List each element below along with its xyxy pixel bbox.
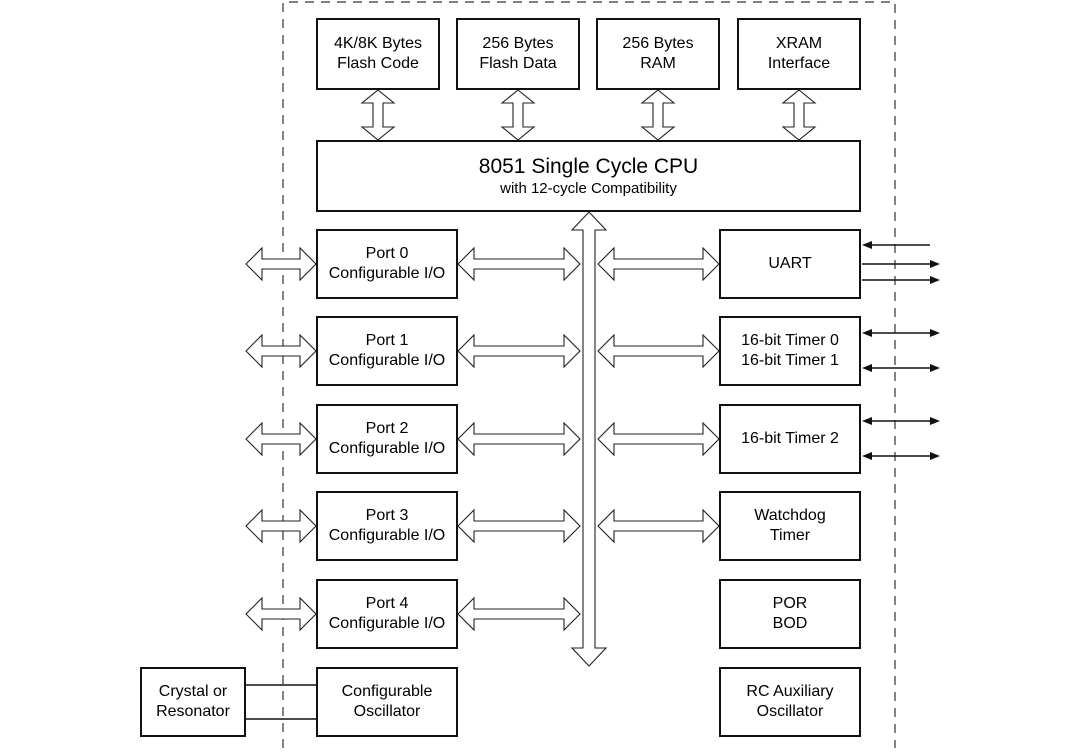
configurable-oscillator-block: Configurable Oscillator	[316, 667, 458, 737]
oscillator-line2: Oscillator	[353, 703, 421, 720]
port-0-bus-arrow	[457, 246, 581, 282]
timer01-block: 16-bit Timer 0 16-bit Timer 1	[719, 316, 861, 386]
rc-osc-line1: RC Auxiliary	[746, 683, 834, 700]
xram-line2: Interface	[767, 55, 831, 72]
timer-signal-right-head-0	[930, 329, 940, 337]
memory-cpu-arrow-3	[781, 89, 817, 141]
flash-data-block: 256 Bytes Flash Data	[456, 18, 580, 90]
port-1-name: Port 1	[365, 332, 409, 349]
cpu-subtitle: with 12-cycle Compatibility	[500, 180, 677, 197]
port-0-external-arrow	[245, 246, 317, 282]
memory-cpu-arrow-0	[360, 89, 396, 141]
port-1-block: Port 1 Configurable I/O	[316, 316, 458, 386]
port-0-desc: Configurable I/O	[328, 265, 446, 282]
uart-line-3-arrowhead	[930, 276, 940, 284]
flash-code-block: 4K/8K Bytes Flash Code	[316, 18, 440, 90]
port-2-external-arrow	[245, 421, 317, 457]
watchdog-line1: Watchdog	[754, 507, 826, 524]
port-2-block: Port 2 Configurable I/O	[316, 404, 458, 474]
timer-signal-right-head-2	[930, 417, 940, 425]
cpu-block: 8051 Single Cycle CPU with 12-cycle Comp…	[316, 140, 861, 212]
ram-block: 256 Bytes RAM	[596, 18, 720, 90]
port-2-desc: Configurable I/O	[328, 440, 446, 457]
timer-signal-right-head-3	[930, 452, 940, 460]
port-1-external-arrow	[245, 333, 317, 369]
timer2-label: 16-bit Timer 2	[741, 430, 839, 447]
cpu-system-bus	[570, 211, 608, 667]
timer-signal-right-head-1	[930, 364, 940, 372]
port-0-block: Port 0 Configurable I/O	[316, 229, 458, 299]
port-3-external-arrow	[245, 508, 317, 544]
bod-label: BOD	[772, 615, 808, 632]
flash-code-line1: 4K/8K Bytes	[333, 35, 423, 52]
timer-signal-left-head-3	[862, 452, 872, 460]
chip-boundary	[282, 1, 896, 748]
memory-cpu-arrow-2	[640, 89, 676, 141]
oscillator-line1: Configurable	[341, 683, 433, 700]
port-3-bus-arrow	[457, 508, 581, 544]
timer-signal-left-head-1	[862, 364, 872, 372]
peripheral-bus-arrow-0	[597, 246, 720, 282]
cpu-title: 8051 Single Cycle CPU	[478, 155, 699, 178]
rc-oscillator-block: RC Auxiliary Oscillator	[719, 667, 861, 737]
port-3-block: Port 3 Configurable I/O	[316, 491, 458, 561]
memory-cpu-arrow-1	[500, 89, 536, 141]
timer2-block: 16-bit Timer 2	[719, 404, 861, 474]
port-1-desc: Configurable I/O	[328, 352, 446, 369]
crystal-line2: Resonator	[156, 703, 230, 720]
watchdog-bus-arrow	[597, 508, 720, 544]
watchdog-line2: Timer	[769, 527, 811, 544]
peripheral-bus-arrow-2	[597, 421, 720, 457]
rc-osc-line2: Oscillator	[756, 703, 824, 720]
uart-tx-arrowhead	[930, 260, 940, 268]
uart-rx-arrowhead	[862, 241, 872, 249]
port-3-name: Port 3	[365, 507, 409, 524]
flash-data-line1: 256 Bytes	[482, 35, 554, 52]
crystal-resonator-block: Crystal or Resonator	[140, 667, 246, 737]
uart-label: UART	[768, 255, 812, 272]
por-bod-block: POR BOD	[719, 579, 861, 649]
port-4-name: Port 4	[365, 595, 409, 612]
port-1-bus-arrow	[457, 333, 581, 369]
watchdog-block: Watchdog Timer	[719, 491, 861, 561]
xram-block: XRAM Interface	[737, 18, 861, 90]
flash-code-line2: Flash Code	[337, 55, 419, 72]
por-label: POR	[772, 595, 808, 612]
peripheral-bus-arrow-1	[597, 333, 720, 369]
port-4-bus-arrow	[457, 596, 581, 632]
timer-signal-left-head-2	[862, 417, 872, 425]
xram-line1: XRAM	[775, 35, 823, 52]
timer-signal-left-head-0	[862, 329, 872, 337]
port-4-external-arrow	[245, 596, 317, 632]
crystal-line1: Crystal or	[158, 683, 228, 700]
port-2-name: Port 2	[365, 420, 409, 437]
port-4-block: Port 4 Configurable I/O	[316, 579, 458, 649]
uart-block: UART	[719, 229, 861, 299]
timer0-label: 16-bit Timer 0	[741, 332, 839, 349]
timer1-label: 16-bit Timer 1	[741, 352, 839, 369]
port-0-name: Port 0	[365, 245, 409, 262]
flash-data-line2: Flash Data	[479, 55, 557, 72]
port-2-bus-arrow	[457, 421, 581, 457]
port-4-desc: Configurable I/O	[328, 615, 446, 632]
ram-line2: RAM	[640, 55, 676, 72]
ram-line1: 256 Bytes	[622, 35, 694, 52]
port-3-desc: Configurable I/O	[328, 527, 446, 544]
